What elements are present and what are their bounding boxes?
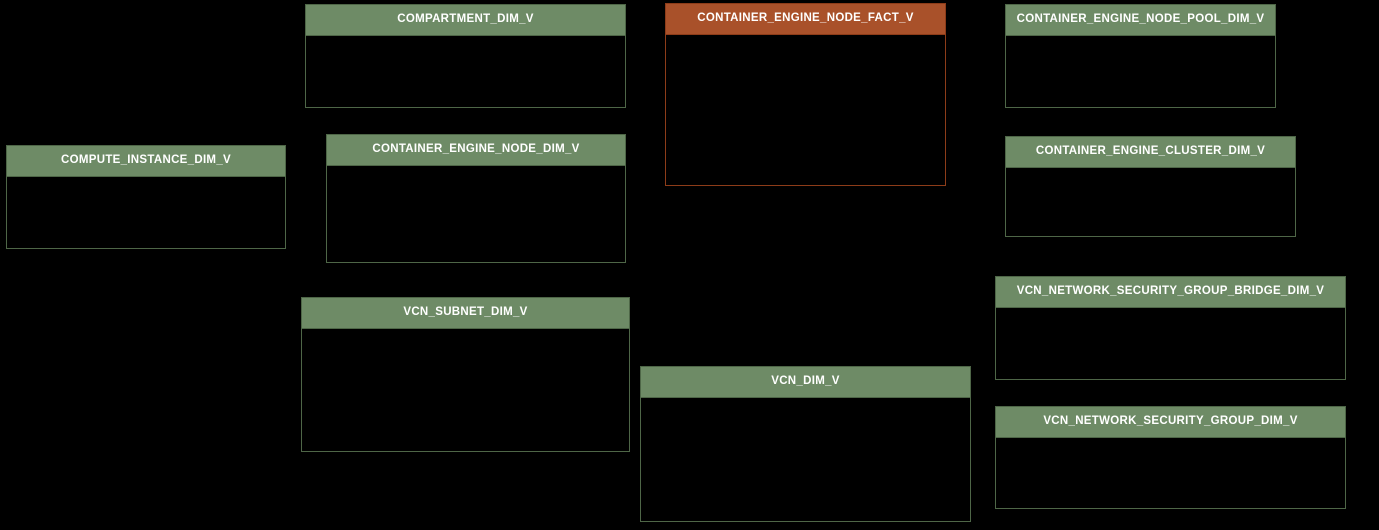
entity-column-list [1006, 168, 1295, 236]
entity-vcn-network-security-group-bridge-dim-v[interactable]: VCN_NETWORK_SECURITY_GROUP_BRIDGE_DIM_V [995, 276, 1346, 380]
entity-container-engine-cluster-dim-v[interactable]: CONTAINER_ENGINE_CLUSTER_DIM_V [1005, 136, 1296, 237]
entity-title: VCN_NETWORK_SECURITY_GROUP_BRIDGE_DIM_V [996, 277, 1345, 308]
entity-title: COMPUTE_INSTANCE_DIM_V [7, 146, 285, 177]
entity-compute-instance-dim-v[interactable]: COMPUTE_INSTANCE_DIM_V [6, 145, 286, 249]
entity-column-list [666, 35, 945, 185]
entity-column-list [306, 36, 625, 107]
entity-column-list [327, 166, 625, 262]
entity-title: CONTAINER_ENGINE_CLUSTER_DIM_V [1006, 137, 1295, 168]
entity-title: VCN_NETWORK_SECURITY_GROUP_DIM_V [996, 407, 1345, 438]
entity-vcn-subnet-dim-v[interactable]: VCN_SUBNET_DIM_V [301, 297, 630, 452]
entity-vcn-dim-v[interactable]: VCN_DIM_V [640, 366, 971, 522]
entity-title: VCN_DIM_V [641, 367, 970, 398]
entity-column-list [1006, 36, 1275, 107]
entity-container-engine-node-fact-v[interactable]: CONTAINER_ENGINE_NODE_FACT_V [665, 3, 946, 186]
entity-column-list [996, 438, 1345, 508]
entity-column-list [641, 398, 970, 521]
entity-compartment-dim-v[interactable]: COMPARTMENT_DIM_V [305, 4, 626, 108]
entity-title: CONTAINER_ENGINE_NODE_DIM_V [327, 135, 625, 166]
entity-title: COMPARTMENT_DIM_V [306, 5, 625, 36]
entity-column-list [996, 308, 1345, 379]
entity-vcn-network-security-group-dim-v[interactable]: VCN_NETWORK_SECURITY_GROUP_DIM_V [995, 406, 1346, 509]
entity-column-list [302, 329, 629, 451]
entity-column-list [7, 177, 285, 248]
entity-title: CONTAINER_ENGINE_NODE_FACT_V [666, 4, 945, 35]
entity-container-engine-node-dim-v[interactable]: CONTAINER_ENGINE_NODE_DIM_V [326, 134, 626, 263]
entity-title: VCN_SUBNET_DIM_V [302, 298, 629, 329]
entity-title: CONTAINER_ENGINE_NODE_POOL_DIM_V [1006, 5, 1275, 36]
entity-container-engine-node-pool-dim-v[interactable]: CONTAINER_ENGINE_NODE_POOL_DIM_V [1005, 4, 1276, 108]
